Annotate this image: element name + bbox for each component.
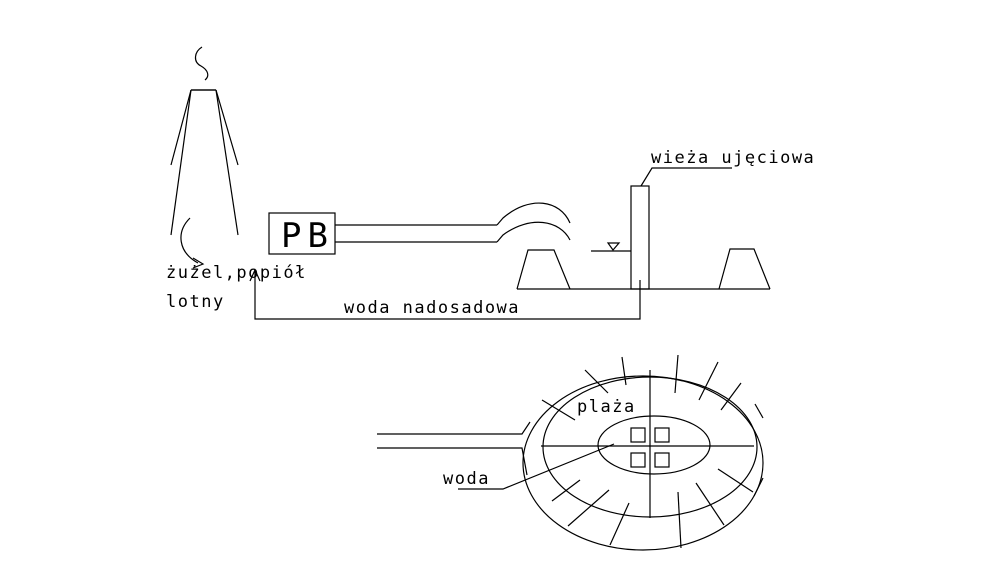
chimney (170, 89, 239, 166)
return-water-pipe (249, 268, 641, 320)
dike-hatching (541, 354, 764, 549)
beach-label: plaża (577, 397, 636, 417)
water-label: woda (443, 469, 490, 489)
intake-tower-leader (640, 167, 732, 187)
decant-structure (630, 427, 670, 468)
chimney-stack (170, 89, 239, 236)
intake-tower (630, 185, 650, 290)
inlet-channel (377, 421, 531, 476)
slurry-pipeline (335, 202, 571, 243)
outer-dike-ellipse (522, 375, 764, 551)
return-water-label: woda nadosadowa (344, 298, 520, 318)
ash-arrow-icon (180, 217, 205, 269)
slag-label-line1: żużel,popiół (166, 263, 307, 283)
smoke-icon (194, 46, 209, 81)
power-plant-box (268, 212, 336, 255)
water-leader-line (458, 443, 615, 490)
intake-tower-label: wieża ujęciowa (651, 148, 815, 168)
power-plant-label: PB (281, 216, 334, 256)
water-level-icon (606, 242, 621, 251)
pond-dike-right (718, 248, 771, 290)
pond-dike-left (516, 249, 571, 290)
slag-label-line2: lotny (166, 292, 225, 312)
water-ellipse (597, 415, 711, 475)
